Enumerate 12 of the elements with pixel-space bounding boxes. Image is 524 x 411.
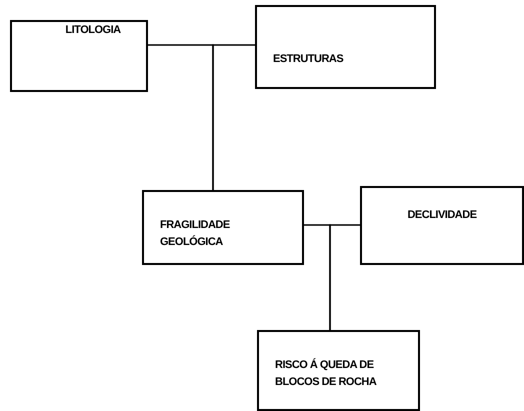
box-label: FRAGILIDADE GEOLÓGICA (159, 218, 231, 250)
box-label: LITOLOGIA (64, 23, 122, 38)
process-box (255, 5, 436, 89)
process-box (142, 190, 304, 265)
process-box (10, 20, 148, 92)
process-box (257, 330, 420, 411)
connector-line (212, 44, 255, 190)
box-label: RISCO Á QUEDA DE BLOCOS DE ROCHA (274, 357, 378, 390)
connector-line (329, 224, 360, 330)
process-box (360, 186, 524, 265)
box-label: DECLIVIDADE (406, 208, 478, 223)
box-label: ESTRUTURAS (272, 52, 344, 66)
